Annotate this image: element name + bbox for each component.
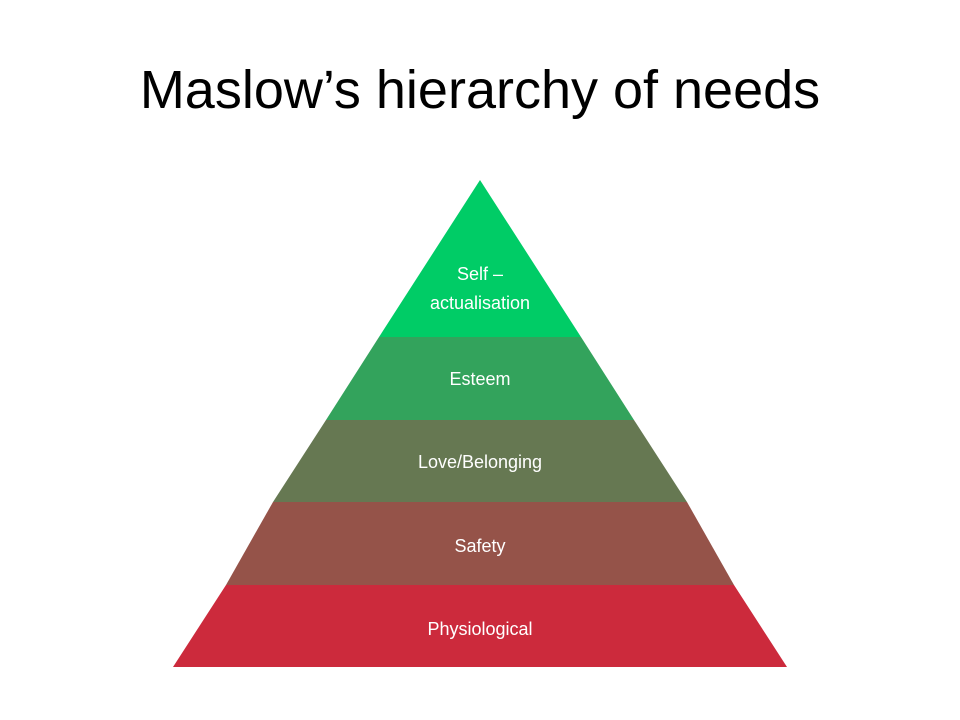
pyramid-level-physiological bbox=[173, 585, 787, 667]
pyramid-level-safety bbox=[226, 502, 734, 585]
pyramid-level-self-actualisation bbox=[379, 180, 581, 337]
slide-title: Maslow’s hierarchy of needs bbox=[139, 60, 821, 120]
level-label-love-belonging: Love/Belonging bbox=[418, 452, 542, 472]
level-label-physiological: Physiological bbox=[427, 619, 532, 639]
level-label-self-actualisation-line1: Self – bbox=[457, 264, 503, 284]
level-label-esteem: Esteem bbox=[449, 369, 510, 389]
pyramid-level-love-belonging bbox=[273, 420, 687, 502]
pyramid-level-esteem bbox=[326, 337, 634, 420]
level-label-safety: Safety bbox=[454, 536, 505, 556]
level-label-self-actualisation-line2: actualisation bbox=[430, 293, 530, 313]
